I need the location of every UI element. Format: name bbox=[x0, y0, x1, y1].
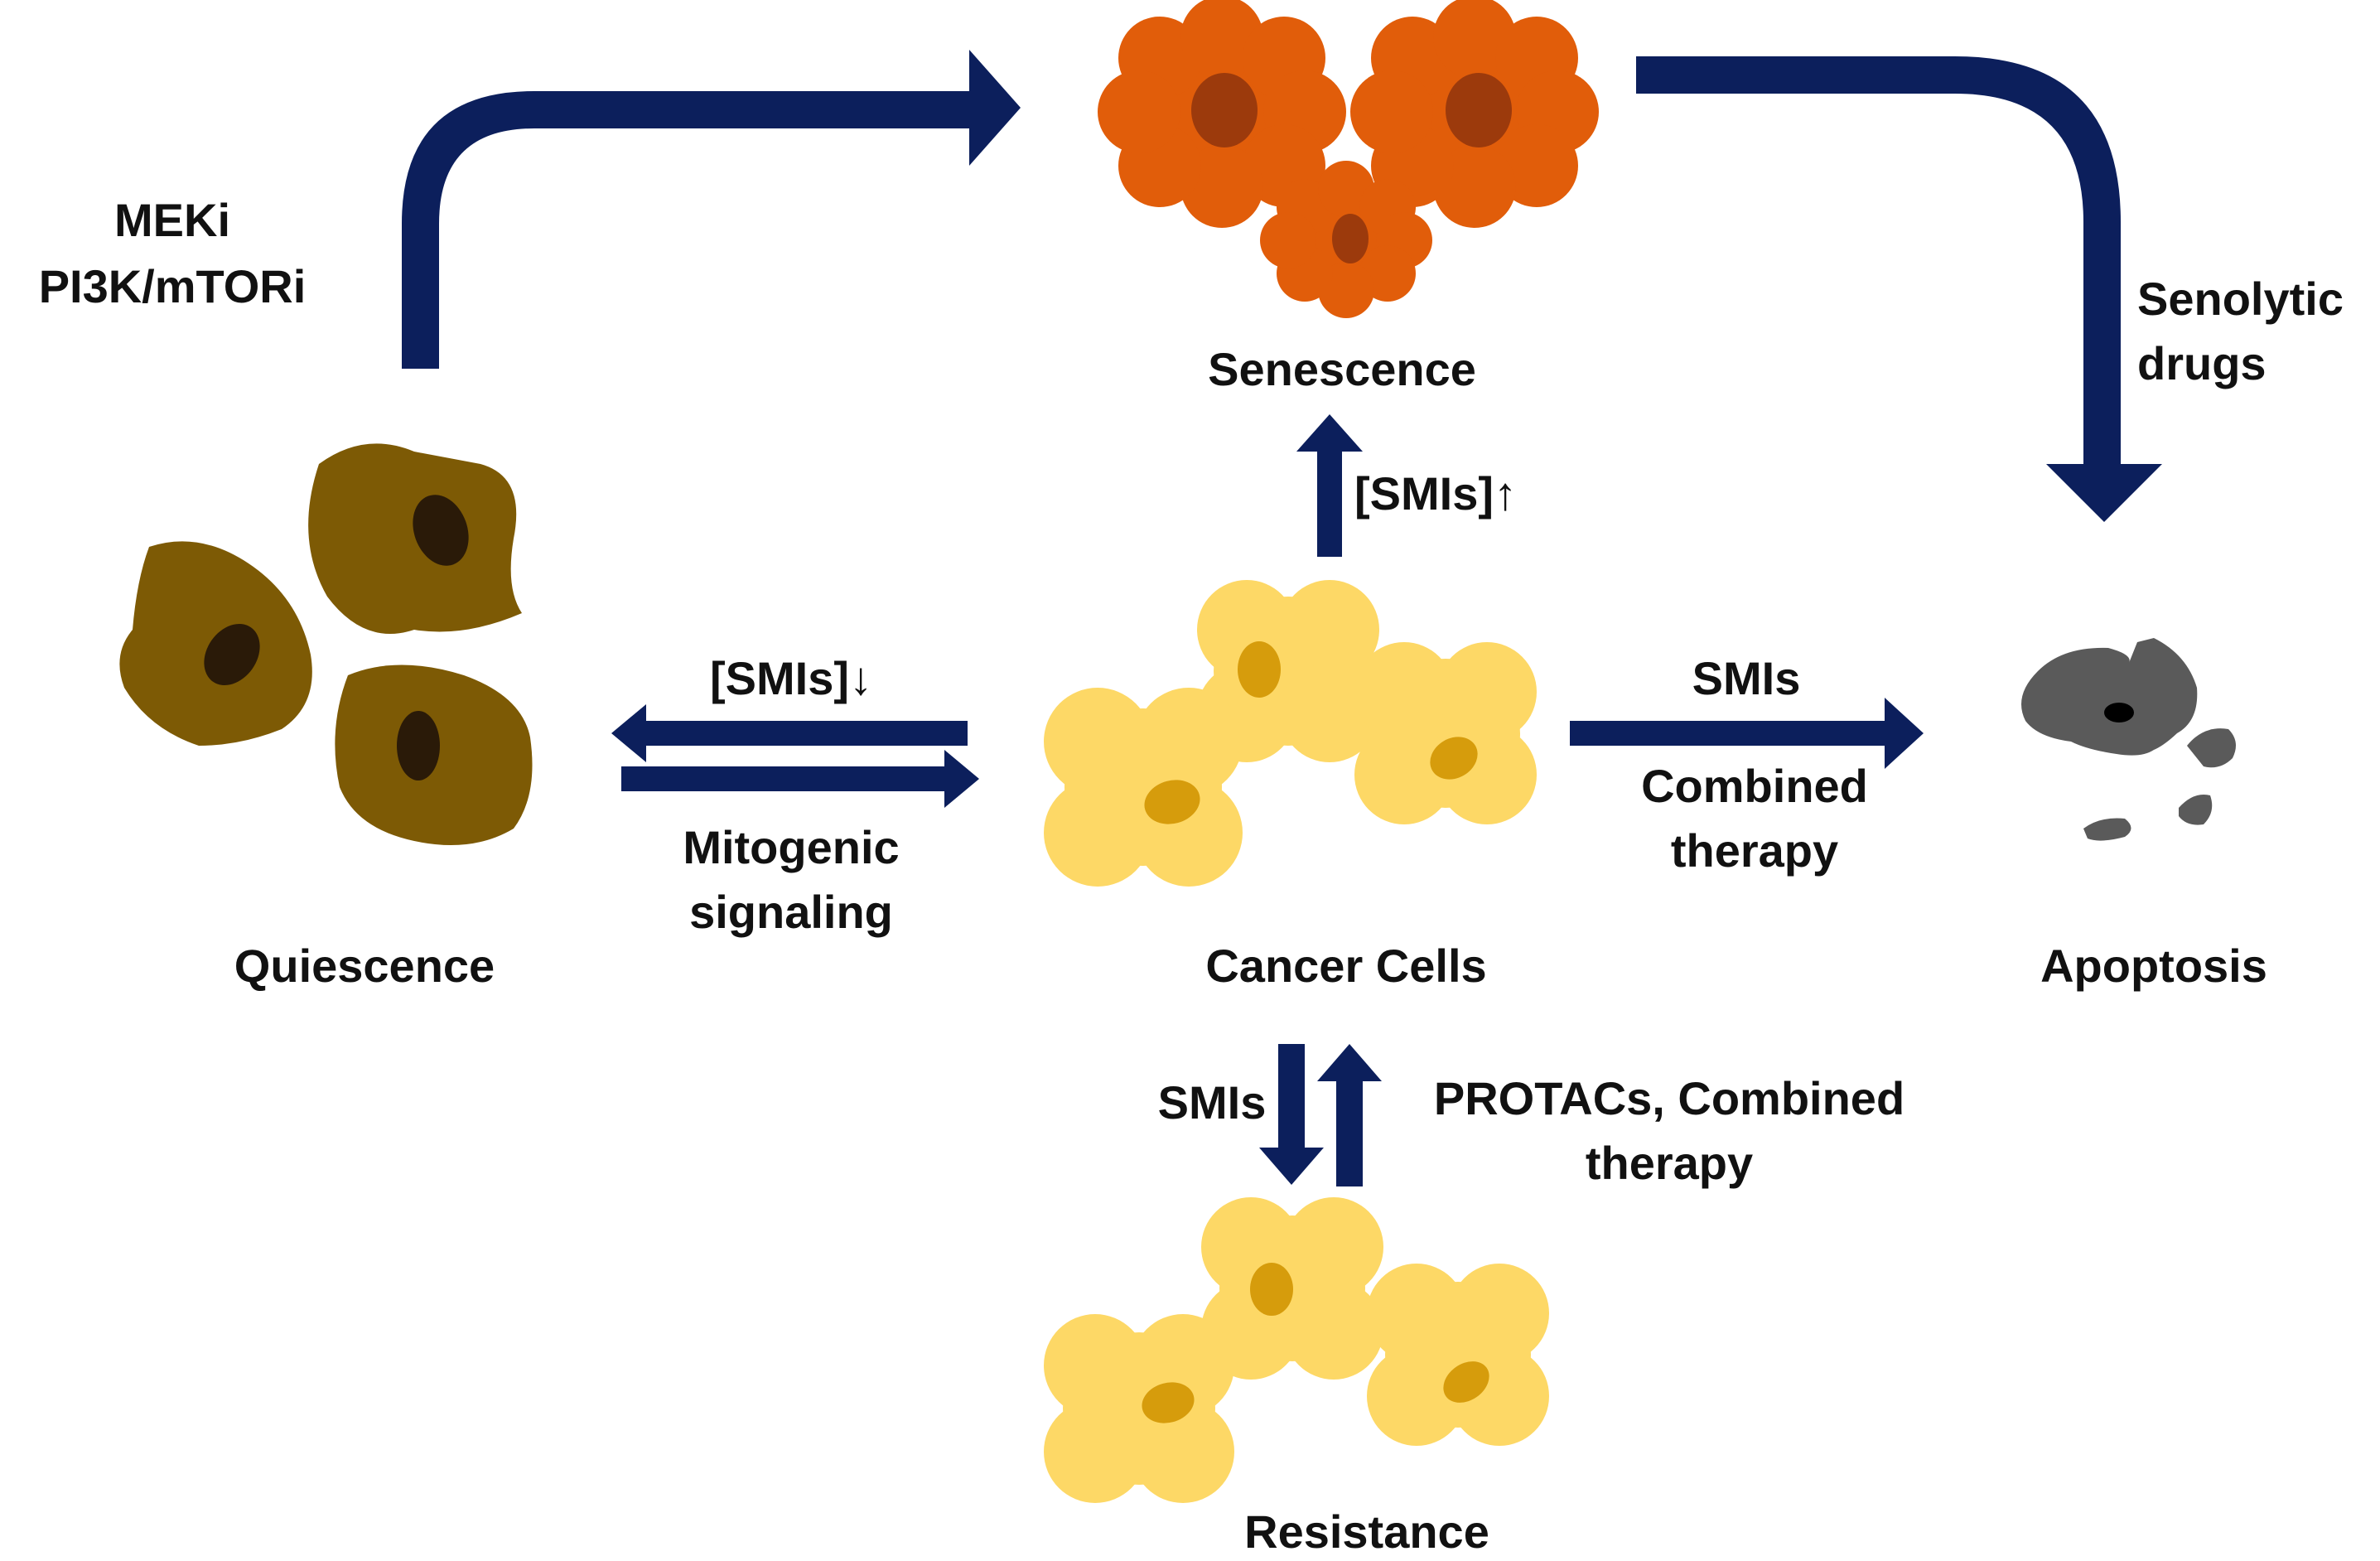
label-smis-increase: [SMIs]↑ bbox=[1354, 467, 1517, 520]
label-drugs: drugs bbox=[2137, 337, 2267, 389]
label-smis-resistance: SMIs bbox=[1158, 1076, 1267, 1128]
label-smis-apoptosis: SMIs bbox=[1692, 652, 1801, 704]
senescent-cell-1 bbox=[1098, 0, 1346, 228]
arrow-quiescence-to-cancer bbox=[621, 750, 979, 808]
cancer-cells-center bbox=[1044, 580, 1537, 887]
quiescent-cell-1 bbox=[308, 443, 522, 634]
label-quiescence: Quiescence bbox=[234, 940, 495, 992]
cancer-cell-1-nucleus bbox=[1238, 641, 1281, 698]
label-mitogenic: Mitogenic bbox=[683, 821, 899, 873]
senescent-cells bbox=[1098, 0, 1599, 318]
senescent-cell-3 bbox=[1260, 161, 1432, 318]
cancer-cell-3-nucleus bbox=[1144, 780, 1200, 824]
label-senescence: Senescence bbox=[1208, 343, 1476, 395]
apoptotic-body-2 bbox=[2179, 795, 2213, 825]
resistant-cell-2-nucleus bbox=[1443, 1361, 1489, 1403]
arrow-resistance-to-cancer bbox=[1317, 1044, 1382, 1186]
quiescent-cells bbox=[119, 443, 533, 845]
label-meki: MEKi bbox=[114, 194, 230, 246]
resistant-cell-3 bbox=[1044, 1314, 1234, 1503]
arrow-cancer-to-resistance bbox=[1259, 1044, 1324, 1185]
label-cancer-cells: Cancer Cells bbox=[1205, 940, 1486, 992]
apoptotic-nucleus bbox=[2104, 703, 2134, 723]
label-combined: Combined bbox=[1641, 760, 1868, 812]
apoptotic-cell bbox=[2021, 638, 2236, 841]
senescent-cell-2 bbox=[1350, 0, 1599, 228]
label-therapy: therapy bbox=[1671, 824, 1838, 877]
resistant-cell-3-nucleus bbox=[1142, 1382, 1195, 1423]
quiescent-cell-3 bbox=[335, 665, 533, 845]
label-signaling: signaling bbox=[689, 886, 893, 938]
resistant-cell-2 bbox=[1367, 1264, 1549, 1446]
label-resistance: Resistance bbox=[1244, 1505, 1489, 1558]
quiescent-cell-2 bbox=[119, 541, 312, 746]
label-apoptosis: Apoptosis bbox=[2040, 940, 2267, 992]
label-pi3k-mtori: PI3K/mTORi bbox=[39, 260, 307, 312]
arrow-cancer-to-apoptosis bbox=[1570, 698, 1924, 769]
cancer-cell-2-nucleus bbox=[1430, 737, 1478, 780]
resistant-cell-1-nucleus bbox=[1250, 1263, 1293, 1316]
cancer-cell-3 bbox=[1044, 688, 1243, 887]
label-senolytic: Senolytic bbox=[2137, 273, 2344, 325]
label-protacs-therapy: therapy bbox=[1586, 1137, 1753, 1189]
arrow-cancer-to-quiescence bbox=[611, 704, 968, 762]
apoptotic-body-1 bbox=[2187, 728, 2236, 768]
resistant-cells bbox=[1044, 1197, 1549, 1503]
arrow-cancer-to-senescence bbox=[1296, 414, 1363, 557]
label-protacs: PROTACs, Combined bbox=[1434, 1072, 1904, 1124]
arrow-quiescence-to-senescence bbox=[402, 50, 1021, 369]
arrow-senescence-to-apoptosis bbox=[1636, 56, 2162, 522]
label-smis-decrease: [SMIs]↓ bbox=[710, 652, 872, 704]
apoptotic-body-3 bbox=[2083, 818, 2131, 841]
cancer-cell-2 bbox=[1354, 642, 1537, 824]
